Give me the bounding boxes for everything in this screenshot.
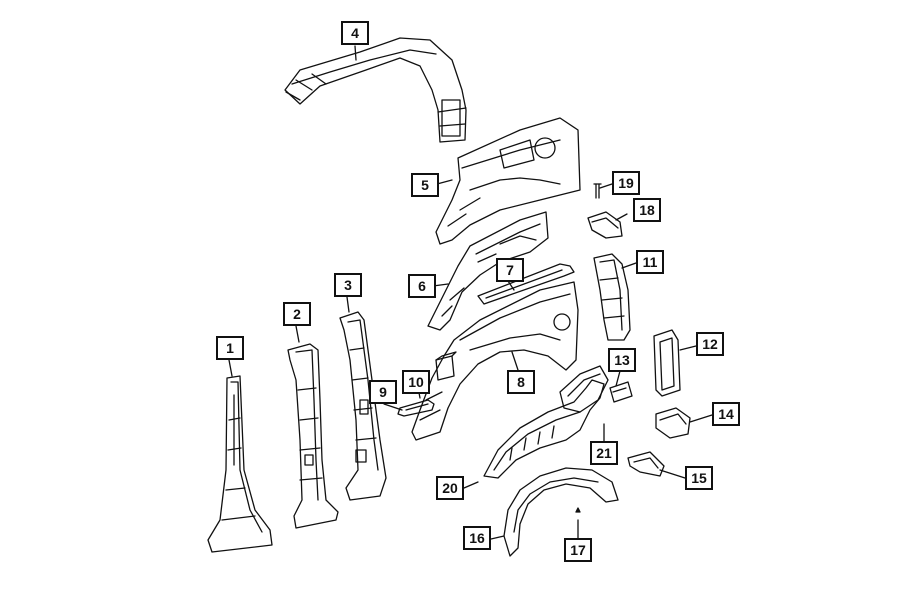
callout-15: 15 xyxy=(685,466,713,490)
callout-16: 16 xyxy=(463,526,491,550)
callout-20: 20 xyxy=(436,476,464,500)
part-12-tail-lamp-housing xyxy=(653,329,681,397)
callout-6: 6 xyxy=(408,274,436,298)
part-10-block xyxy=(435,351,457,381)
part-20-wheelhouse-inner xyxy=(483,379,605,479)
callout-7: 7 xyxy=(496,258,524,282)
part-3-c-pillar xyxy=(339,311,387,501)
part-11-d-pillar-inner xyxy=(593,253,631,341)
callout-14: 14 xyxy=(712,402,740,426)
part-16-wheelhouse-liner xyxy=(503,467,619,557)
callout-8: 8 xyxy=(507,370,535,394)
callout-11: 11 xyxy=(636,250,664,274)
callout-18: 18 xyxy=(633,198,661,222)
part-1-a-pillar xyxy=(207,375,273,553)
callout-5: 5 xyxy=(411,173,439,197)
callout-12: 12 xyxy=(696,332,724,356)
callout-17: 17 xyxy=(564,538,592,562)
part-19-stud xyxy=(593,183,602,199)
part-4-roof-rail xyxy=(284,37,467,143)
callout-2: 2 xyxy=(283,302,311,326)
part-8-quarter-outer xyxy=(411,281,579,441)
callout-19: 19 xyxy=(612,171,640,195)
leader-lines xyxy=(228,45,713,540)
callout-4: 4 xyxy=(341,21,369,45)
part-7-quarter-strip xyxy=(477,263,575,305)
callout-1: 1 xyxy=(216,336,244,360)
part-21-rear-bracket xyxy=(559,365,609,413)
part-18-bracket xyxy=(587,211,623,239)
part-13-fuel-pocket xyxy=(609,381,633,403)
part-2-b-pillar xyxy=(287,343,339,529)
callout-3: 3 xyxy=(334,273,362,297)
part-5-upper-quarter-inner xyxy=(435,117,581,245)
part-9-bracket xyxy=(397,399,435,417)
part-17-push-pin xyxy=(575,507,581,513)
callout-9: 9 xyxy=(369,380,397,404)
part-6-quarter-inner-lower xyxy=(427,211,549,331)
callout-21: 21 xyxy=(590,441,618,465)
callout-13: 13 xyxy=(608,348,636,372)
part-15-extension xyxy=(627,451,665,477)
callout-10: 10 xyxy=(402,370,430,394)
part-14-bracket xyxy=(655,407,691,439)
